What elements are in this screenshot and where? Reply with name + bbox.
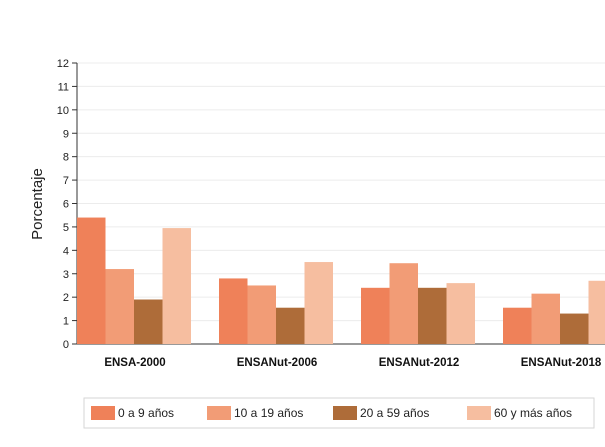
y-tick-label: 8 [63,152,69,164]
bar-1-2 [219,278,248,344]
bar-2-4 [531,293,560,344]
y-tick-label: 6 [63,199,69,211]
legend-label: 60 y más años [494,406,572,420]
y-axis-label: Porcentaje [29,168,46,240]
legend-swatch [467,406,491,420]
y-tick-label: 5 [63,222,69,234]
y-tick-label: 7 [63,175,69,187]
category-labels: ENSA-2000 ENSANut-2006 ENSANut-2012 ENSANut… [104,357,602,369]
bar-4-2 [304,262,333,344]
bar-3-1 [134,299,163,344]
bar-3-3 [418,287,447,344]
y-tick-label: 9 [63,128,69,140]
category-label: ENSA-2000 [104,357,165,369]
legend-label: 10 a 19 años [234,406,303,420]
legend-label: 20 a 59 años [360,406,429,420]
bar-3-4 [560,313,589,344]
legend-swatch [207,406,231,420]
bar-3-2 [276,307,305,344]
category-label: ENSANut-2012 [379,357,460,369]
y-tick-label: 0 [63,339,69,351]
legend-label: 0 a 9 años [118,406,174,420]
legend: 0 a 9 años 10 a 19 años 20 a 59 años 60 y m… [83,397,595,429]
legend-swatch [333,406,357,420]
y-tick-label: 2 [63,292,69,304]
y-tick-label: 1 [63,316,69,328]
bar-2-1 [105,269,134,344]
category-label: ENSANut-2006 [237,357,318,369]
bar-2-2 [247,285,276,344]
bar-4-3 [446,283,475,344]
y-tick-label: 12 [57,58,69,70]
y-tick-label: 3 [63,269,69,281]
y-tick-label: 10 [57,105,69,117]
category-label: ENSANut-2018 [521,357,602,369]
bar-4-4 [588,280,605,344]
bar-1-1 [77,217,106,344]
legend-swatch [91,406,115,420]
bar-1-4 [503,307,532,344]
grid-lines [77,62,605,322]
bar-1-3 [361,287,390,344]
bars [77,217,605,344]
bar-2-3 [389,263,418,344]
y-tick-label: 11 [58,81,69,93]
bar-4-1 [162,228,191,344]
y-tick-label: 4 [63,245,69,257]
